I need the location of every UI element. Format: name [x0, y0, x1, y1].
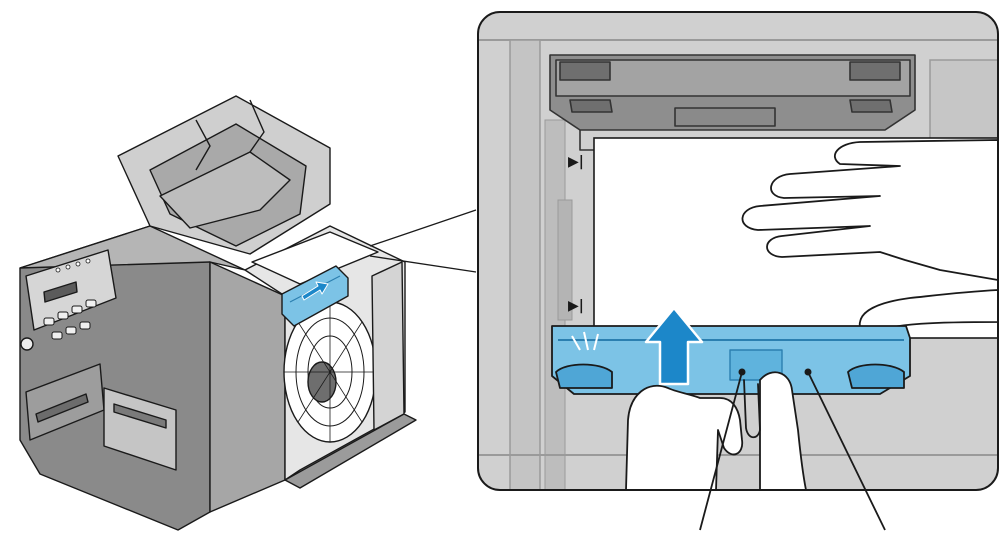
panel-buttons: [43, 299, 97, 340]
push-arrow-small: [301, 281, 329, 301]
roll-spindle: [307, 361, 337, 403]
printer-body-side: [209, 261, 286, 513]
indicator-mark-upper: ▶|: [568, 154, 584, 170]
paper-sheet: [251, 231, 379, 285]
upper-paper-guide: [549, 54, 916, 151]
zoom-leader-upper: [369, 209, 477, 247]
indicator-mark-lower: ▶|: [568, 298, 584, 314]
front-slot: [35, 393, 89, 423]
push-up-arrow: [644, 306, 704, 386]
indicator-leds: [55, 258, 91, 273]
callout-line-2: [807, 371, 886, 531]
left-rail: [509, 39, 541, 490]
right-rail: [929, 59, 998, 141]
zoom-panel-border: [477, 11, 999, 491]
zoom-detail-panel: ▶| ▶|: [478, 12, 998, 490]
paper-guide-blue: [551, 325, 911, 395]
left-hand: [625, 371, 807, 490]
lcd-screen: [43, 281, 78, 303]
printer-illustration: [19, 95, 417, 531]
callout-line-1: [699, 371, 743, 531]
roll-holder-frame: [371, 261, 405, 431]
cover-hinge: [159, 151, 291, 229]
maintenance-box-handle: [113, 403, 167, 429]
zoom-leader-lower: [369, 255, 477, 273]
power-button: [20, 337, 34, 351]
printer-base: [284, 413, 417, 489]
right-hand: [741, 139, 998, 333]
